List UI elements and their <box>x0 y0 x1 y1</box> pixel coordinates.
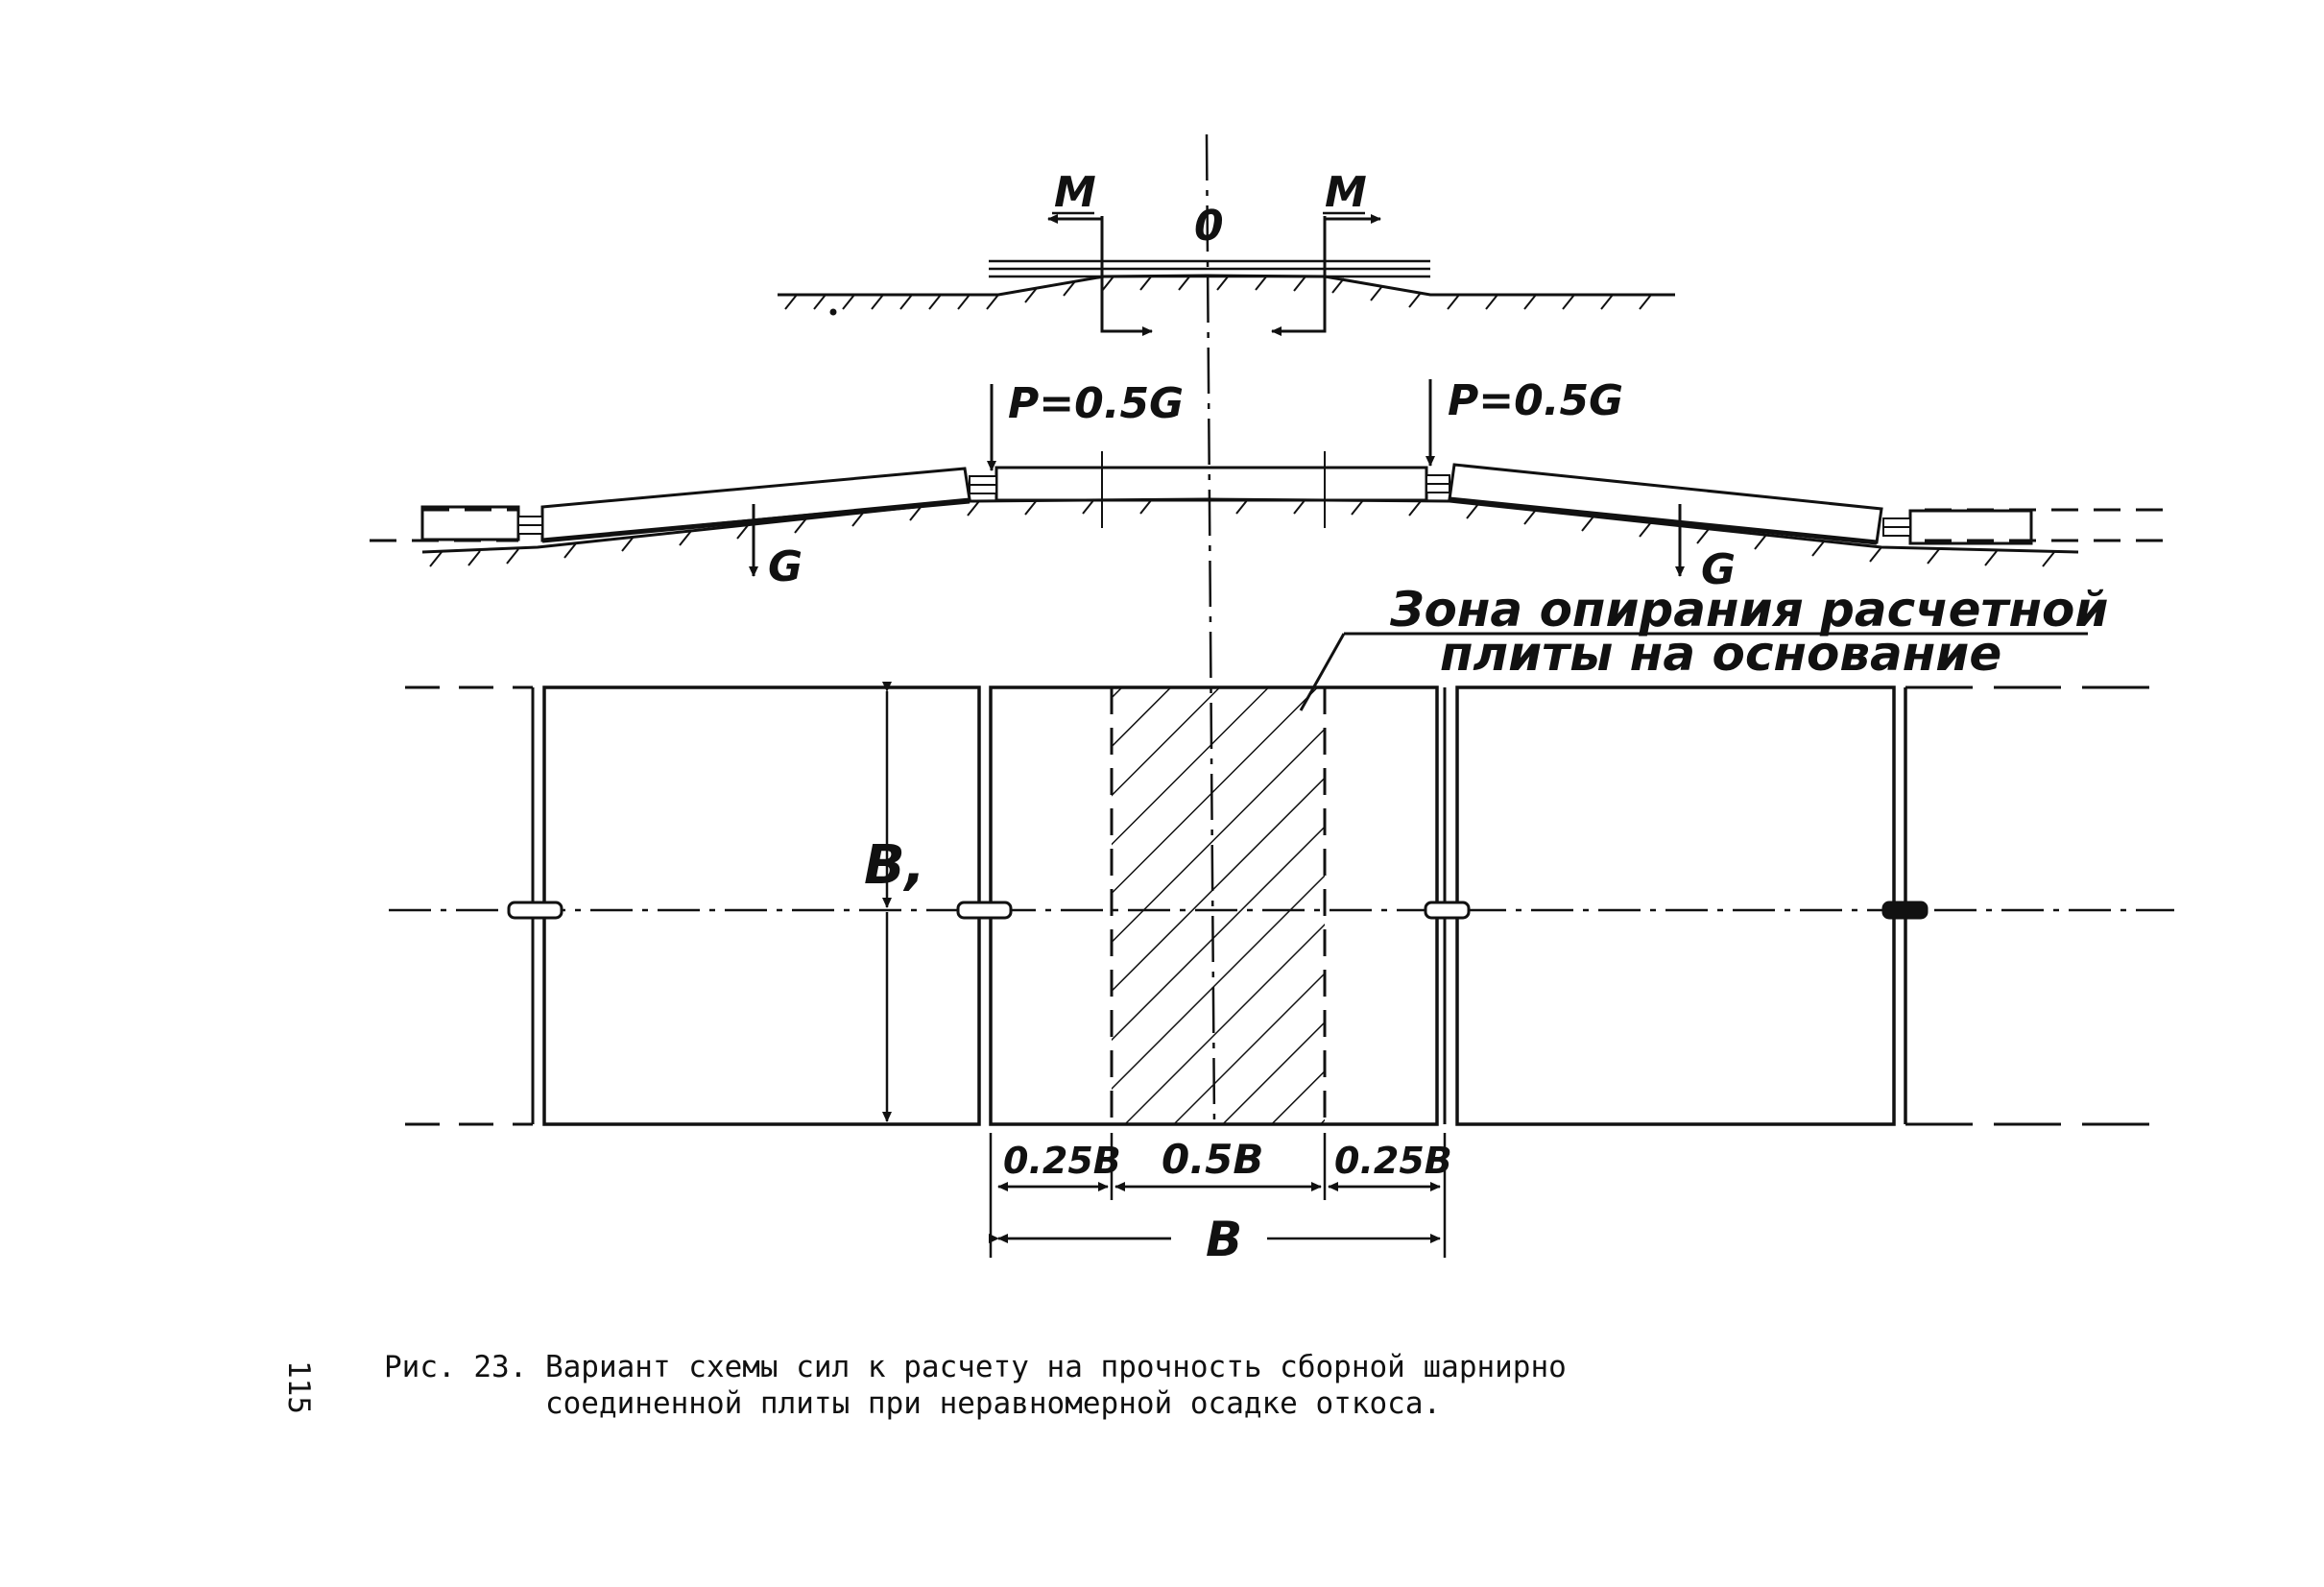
weight-label-right: G <box>1701 545 1736 594</box>
label-m-left: M <box>1054 168 1096 217</box>
caption-line-1: Рис. 23. Вариант схемы сил к расчету на … <box>384 1350 1567 1384</box>
zone-label-line2: плиты на основание <box>1440 626 2001 682</box>
caption-line-2: соединенной плиты при неравномерной осад… <box>384 1386 1442 1421</box>
dim-label-right: 0.25B <box>1334 1140 1452 1182</box>
height-label: B, <box>864 834 925 897</box>
load-label-right: P=0.5G <box>1448 376 1623 425</box>
dim-label-left: 0.25B <box>1003 1140 1121 1182</box>
load-label-left: P=0.5G <box>1008 379 1184 428</box>
dim-label-center: 0.5B <box>1162 1136 1263 1183</box>
support-zone <box>1112 687 1325 1124</box>
figure-caption: Рис. 23. Вариант схемы сил к расчету на … <box>384 1349 1824 1422</box>
dim-label-total: B <box>1206 1212 1242 1267</box>
plate-plan-view: Зона опирания расчетной плиты на основан… <box>389 582 2174 1267</box>
top-settlement-view: M M 0 <box>778 168 1675 336</box>
plate-section-view: P=0.5G P=0.5G G G <box>370 376 2174 594</box>
label-m-right: M <box>1325 168 1367 217</box>
label-o: 0 <box>1194 202 1224 251</box>
weight-label-left: G <box>768 542 803 591</box>
page-number: 115 <box>281 1360 316 1414</box>
zone-label-line1: Зона опирания расчетной <box>1389 582 2108 637</box>
